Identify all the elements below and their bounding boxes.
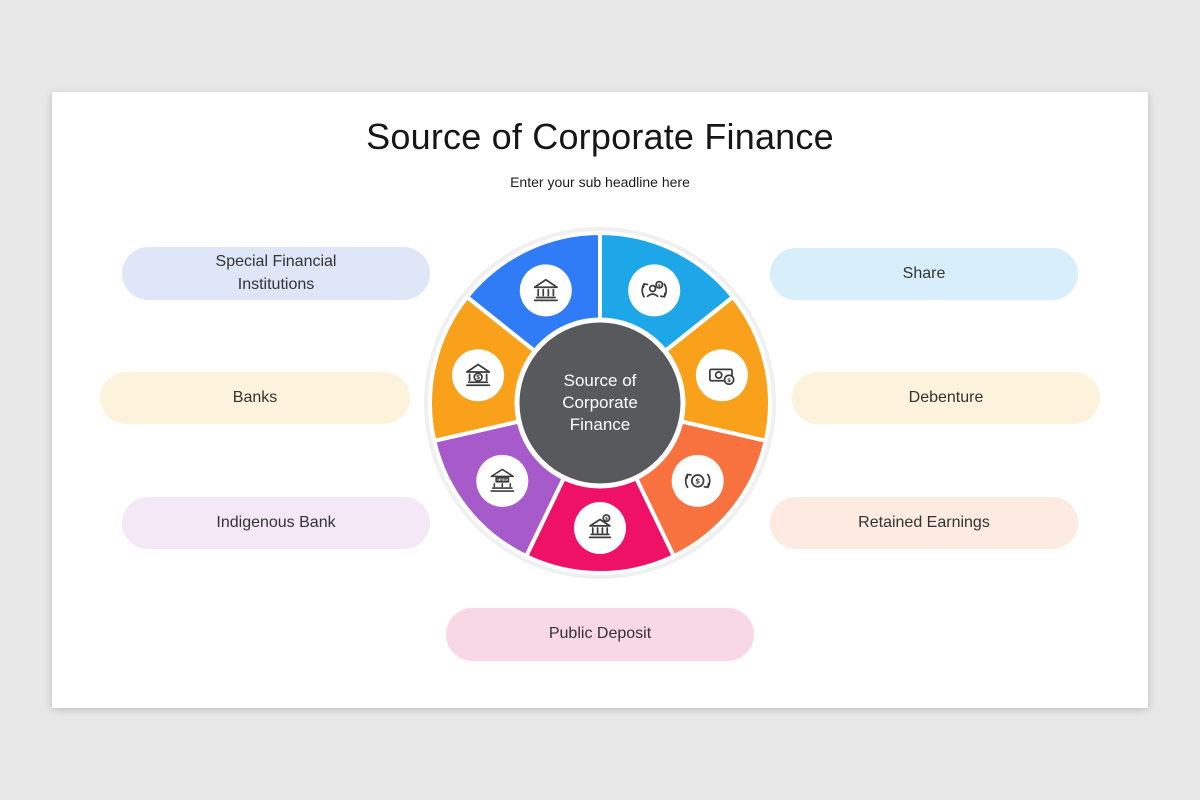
segment-icon-badges (452, 264, 748, 554)
label-banks: Banks (100, 372, 410, 424)
label-indigenous-bank: Indigenous Bank (122, 497, 430, 549)
page-subtitle: Enter your sub headline here (510, 174, 690, 190)
label-special-financial-institutions: Special Financial Institutions (122, 247, 430, 300)
icon-badge (519, 264, 572, 317)
label-public-deposit: Public Deposit (446, 608, 754, 661)
label-debenture: Debenture (792, 372, 1100, 424)
wheel-center-circle (514, 317, 686, 489)
label-share: Share (770, 248, 1078, 300)
icon-badge (574, 502, 626, 554)
finance-wheel: $ BANK $ (424, 227, 776, 579)
page-title: Source of Corporate Finance (366, 116, 834, 157)
wheel-center-label: Source of Corporate Finance (562, 371, 638, 435)
label-retained-earnings: Retained Earnings (770, 497, 1078, 549)
